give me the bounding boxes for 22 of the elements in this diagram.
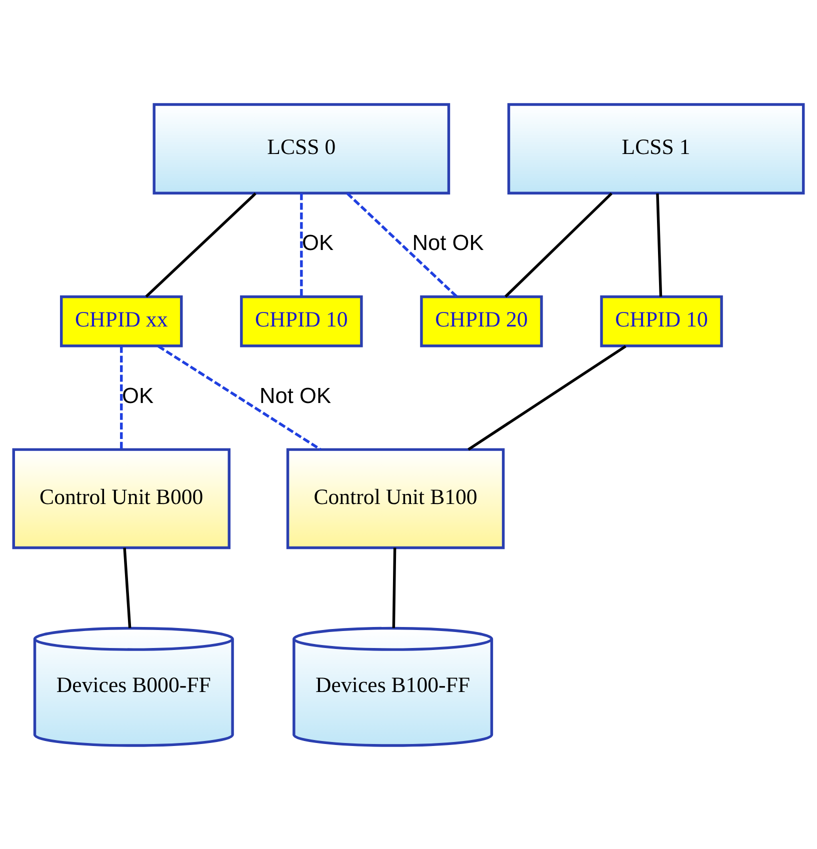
connector (300, 192, 303, 296)
connector (468, 344, 626, 450)
connector (123, 547, 132, 628)
edge-label: Not OK (412, 230, 484, 255)
edge-label: Not OK (260, 382, 332, 408)
node-box: CHPID 20 (420, 294, 543, 347)
node-box: CHPID xx (60, 294, 183, 347)
connector (158, 344, 322, 450)
connector (656, 192, 662, 296)
connector (392, 547, 396, 628)
node-box: CHPID 10 (240, 294, 363, 347)
edge-label: OK (302, 230, 334, 255)
connector (145, 192, 256, 298)
edge-label: OK (122, 382, 154, 408)
connector (346, 192, 458, 298)
connector (120, 346, 123, 449)
node-box: LCSS 0 (152, 102, 450, 194)
node-box: Control Unit B100 (286, 448, 505, 549)
connector (504, 192, 613, 298)
node-box: LCSS 1 (507, 102, 805, 194)
node-box: Control Unit B000 (12, 448, 230, 549)
node-box: CHPID 10 (600, 294, 723, 347)
